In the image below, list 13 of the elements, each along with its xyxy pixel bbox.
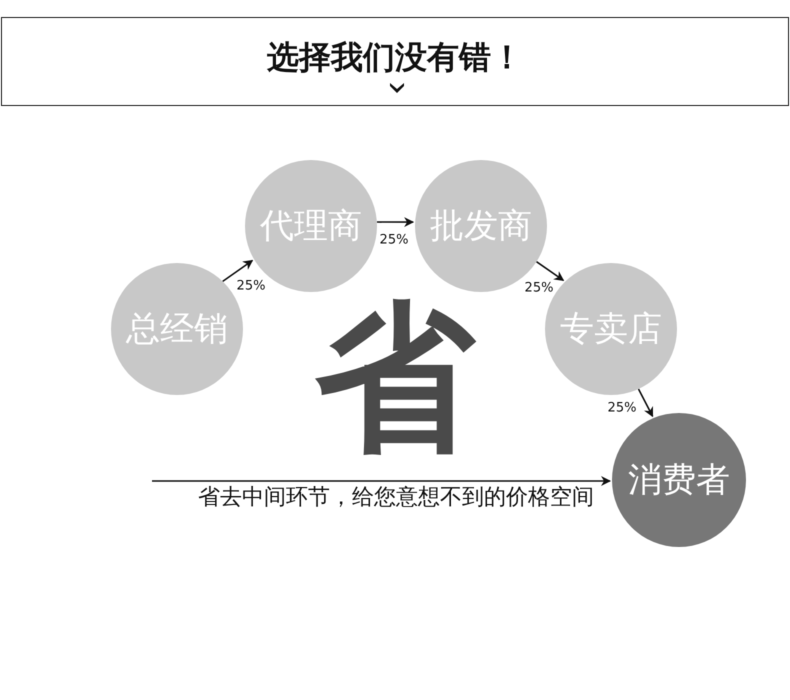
edge-label: 25% [608,402,636,414]
edge-label: 25% [524,282,554,294]
arrow [536,261,564,282]
arrow [376,217,414,228]
arrow [638,388,654,418]
edge-label: 25% [236,280,266,292]
edge-label: 25% [380,234,408,246]
node-label: 消费者 [628,463,730,497]
big-character: 省 [315,298,475,458]
arrow [222,260,254,282]
title-text: 选择我们没有错！ [266,38,524,76]
arrow [152,476,611,486]
edge-label: 省去中间环节，给您意想不到的价格空间 [198,487,594,509]
